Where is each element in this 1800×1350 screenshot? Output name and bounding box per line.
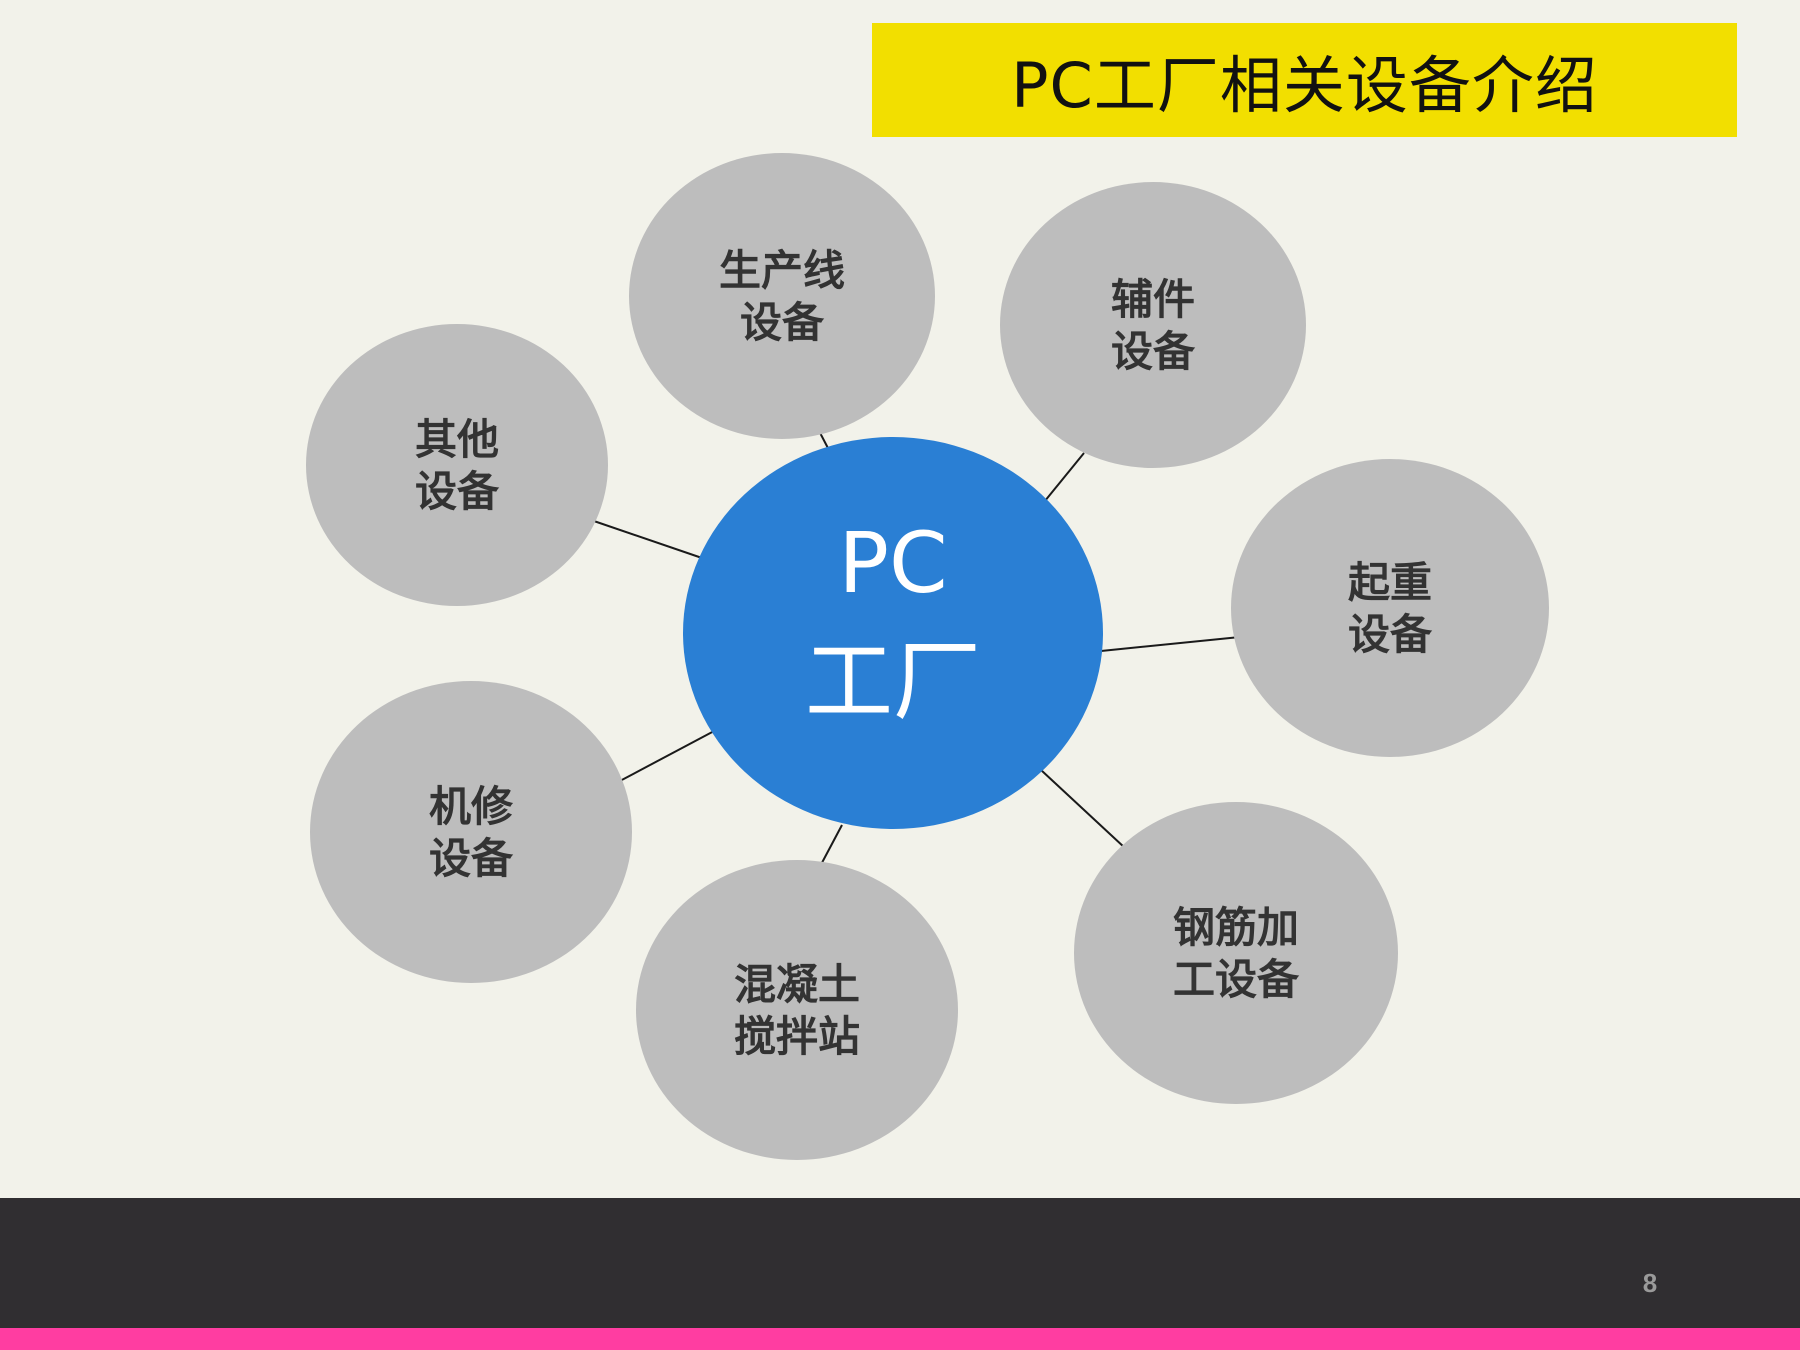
node-label-production-line-1: 生产线 bbox=[719, 246, 845, 295]
node-concrete-mixing bbox=[636, 860, 958, 1160]
node-label-lifting-2: 设备 bbox=[1348, 610, 1433, 659]
node-label-auxiliary-1: 辅件 bbox=[1111, 275, 1195, 324]
page-number: 8 bbox=[1642, 1268, 1658, 1298]
connector-rebar-processing bbox=[1040, 769, 1126, 849]
node-other bbox=[306, 324, 608, 606]
connector-other bbox=[587, 518, 703, 559]
node-label-other-1: 其他 bbox=[415, 415, 499, 464]
node-label-maintenance-2: 设备 bbox=[429, 834, 514, 883]
node-label-rebar-processing-1: 钢筋加 bbox=[1173, 903, 1299, 952]
accent-bar bbox=[0, 1328, 1800, 1350]
node-rebar-processing bbox=[1074, 802, 1398, 1104]
title-banner: PC工厂相关设备介绍 bbox=[872, 23, 1737, 137]
page-title: PC工厂相关设备介绍 bbox=[1011, 49, 1598, 122]
node-lifting bbox=[1231, 459, 1549, 757]
hub-circle bbox=[683, 437, 1103, 829]
node-label-maintenance-1: 机修 bbox=[429, 782, 514, 831]
node-label-auxiliary-2: 设备 bbox=[1111, 327, 1196, 376]
node-label-production-line-2: 设备 bbox=[740, 298, 825, 347]
footer-bar bbox=[0, 1198, 1800, 1328]
hub-label-2: 工厂 bbox=[805, 630, 981, 733]
node-label-concrete-mixing-2: 搅拌站 bbox=[734, 1012, 860, 1061]
connector-auxiliary bbox=[1039, 452, 1085, 508]
node-label-concrete-mixing-1: 混凝土 bbox=[734, 960, 860, 1009]
node-production-line bbox=[629, 153, 935, 439]
node-label-other-2: 设备 bbox=[415, 467, 500, 516]
hub-label-1: PC bbox=[838, 514, 947, 612]
connector-maintenance bbox=[617, 729, 717, 783]
connector-lifting bbox=[1100, 636, 1241, 652]
node-auxiliary bbox=[1000, 182, 1306, 468]
node-label-lifting-1: 起重 bbox=[1348, 558, 1432, 607]
node-maintenance bbox=[310, 681, 632, 983]
node-label-rebar-processing-2: 工设备 bbox=[1173, 955, 1300, 1004]
